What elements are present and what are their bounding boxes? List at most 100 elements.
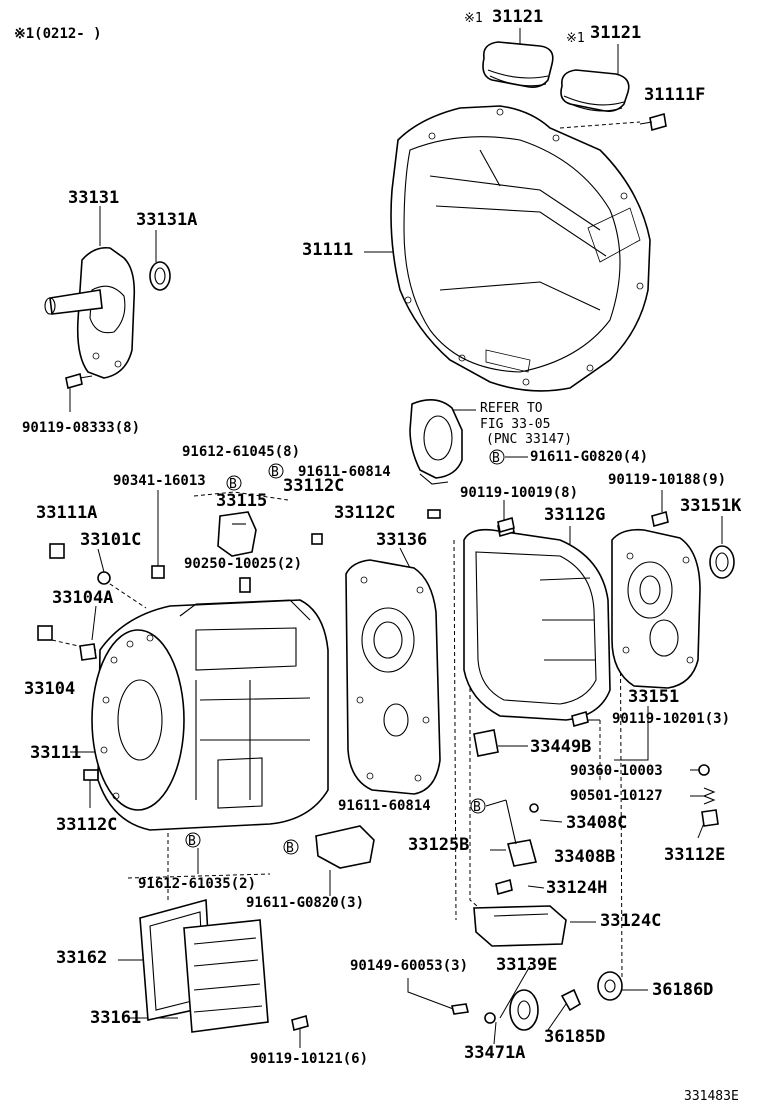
part-33408B-sensor[interactable]	[505, 799, 538, 867]
part-33449B-clip[interactable]	[473, 729, 499, 757]
part-33112C-pin-a[interactable]	[311, 533, 323, 545]
label-33131[interactable]: 33131	[68, 188, 119, 208]
label-33112C-a[interactable]: 33112C	[283, 476, 344, 496]
part-33471A-clip[interactable]	[484, 1012, 496, 1024]
label-33151[interactable]: 33151	[628, 687, 679, 707]
label-91611-G0820-4[interactable]: 91611-G0820(4)	[530, 449, 648, 465]
part-33112E-plug[interactable]	[701, 809, 719, 827]
label-90360-10003[interactable]: 90360-10003	[570, 763, 663, 779]
part-36185D-gear[interactable]	[560, 988, 582, 1012]
part-33112C-pin-b[interactable]	[427, 509, 441, 519]
mark-31121-b: ※1	[566, 31, 585, 46]
label-90119-10121[interactable]: 90119-10121(6)	[250, 1051, 368, 1067]
part-33151K-seal[interactable]	[709, 545, 735, 579]
label-31121-a[interactable]: 31121	[492, 7, 543, 27]
part-90119-10201-bolt[interactable]	[571, 710, 589, 728]
label-90250-10025[interactable]: 90250-10025(2)	[184, 556, 302, 572]
part-33124H-bolt[interactable]	[495, 878, 513, 896]
label-33408C[interactable]: 33408C	[566, 813, 627, 833]
label-31111F[interactable]: 31111F	[644, 85, 705, 105]
svg-text:B: B	[492, 451, 500, 466]
part-33471A-gear[interactable]	[509, 989, 539, 1031]
b-marker-4: B	[470, 798, 486, 815]
label-31121-b[interactable]: 31121	[590, 23, 641, 43]
label-90501-10127[interactable]: 90501-10127	[570, 788, 663, 804]
part-31111-clutch-housing[interactable]	[390, 105, 651, 392]
part-33131A-seal[interactable]	[149, 261, 171, 291]
label-33104A[interactable]: 33104A	[52, 588, 113, 608]
part-33112C-pin-c[interactable]	[83, 769, 99, 781]
b-marker-6: B	[185, 832, 201, 849]
label-33161[interactable]: 33161	[90, 1008, 141, 1028]
label-33112C-c[interactable]: 33112C	[56, 815, 117, 835]
label-33111[interactable]: 33111	[30, 743, 81, 763]
part-31121-boot-a[interactable]	[482, 41, 554, 88]
part-33161-shift-cover[interactable]	[183, 919, 269, 1033]
part-31121-boot-b[interactable]	[560, 69, 630, 112]
label-31111-housing[interactable]: 31111	[302, 240, 353, 260]
label-33151K[interactable]: 33151K	[680, 496, 742, 516]
label-33101C[interactable]: 33101C	[80, 530, 141, 550]
label-33111A[interactable]: 33111A	[36, 503, 97, 523]
label-90149-60053[interactable]: 90149-60053(3)	[350, 958, 468, 974]
label-33124C[interactable]: 33124C	[600, 911, 661, 931]
label-90119-10019[interactable]: 90119-10019(8)	[460, 485, 578, 501]
svg-text:B: B	[286, 841, 294, 856]
label-36185D[interactable]: 36185D	[544, 1027, 605, 1047]
applicability-note: ※1(0212- )	[14, 26, 102, 42]
part-33104-bolt[interactable]	[37, 625, 53, 641]
label-33449B[interactable]: 33449B	[530, 737, 591, 757]
label-90119-10188[interactable]: 90119-10188(9)	[608, 472, 726, 488]
label-33124H[interactable]: 33124H	[546, 878, 607, 898]
part-90119-08333-bolt[interactable]	[65, 372, 93, 390]
label-90119-08333[interactable]: 90119-08333(8)	[22, 420, 140, 436]
label-33162[interactable]: 33162	[56, 948, 107, 968]
part-90360-10003-ball[interactable]	[698, 764, 710, 776]
part-33151-rear-cover[interactable]	[611, 528, 701, 689]
part-33111A-plug[interactable]	[49, 543, 65, 559]
part-33112G-extension-housing[interactable]	[463, 520, 611, 721]
part-90341-16013-plug[interactable]	[151, 565, 165, 579]
label-33139E[interactable]: 33139E	[496, 955, 557, 975]
label-91612-61035[interactable]: 91612-61035(2)	[138, 876, 256, 892]
label-33471A[interactable]: 33471A	[464, 1043, 525, 1063]
label-36186D[interactable]: 36186D	[652, 980, 713, 1000]
part-33136-intermediate-plate[interactable]	[345, 559, 441, 795]
part-33408C-clip[interactable]	[529, 803, 539, 813]
label-91611-60814-b[interactable]: 91611-60814	[338, 798, 431, 814]
part-90501-10127-spring[interactable]	[702, 787, 716, 805]
part-90250-10025-pin[interactable]	[239, 577, 251, 593]
label-33112E[interactable]: 33112E	[664, 845, 725, 865]
part-90119-10188-bolt[interactable]	[651, 510, 669, 528]
part-31111F-bolt[interactable]	[639, 112, 667, 132]
label-90119-10201[interactable]: 90119-10201(3)	[612, 711, 730, 727]
part-33115-bracket[interactable]	[217, 511, 257, 557]
label-91612-61045[interactable]: 91612-61045(8)	[182, 444, 300, 460]
part-90119-10121-bolt[interactable]	[291, 1014, 309, 1032]
part-33104A-plug[interactable]	[79, 643, 97, 661]
label-33112G[interactable]: 33112G	[544, 505, 605, 525]
label-33104[interactable]: 33104	[24, 679, 75, 699]
b-marker-5: B	[283, 839, 299, 856]
label-33408B[interactable]: 33408B	[554, 847, 615, 867]
label-33136[interactable]: 33136	[376, 530, 427, 550]
label-91611-G0820-3[interactable]: 91611-G0820(3)	[246, 895, 364, 911]
part-90149-60053-screw[interactable]	[451, 1003, 469, 1015]
part-33131-retainer[interactable]	[44, 246, 136, 379]
part-33111-transmission-case[interactable]	[91, 599, 329, 831]
part-90119-10019-bolt[interactable]	[497, 516, 515, 534]
part-33124C-cover[interactable]	[473, 905, 567, 947]
svg-text:B: B	[271, 465, 279, 480]
label-33131A[interactable]: 33131A	[136, 210, 197, 230]
label-91611-60814-a[interactable]: 91611-60814	[298, 464, 391, 480]
label-33112C-b[interactable]: 33112C	[334, 503, 395, 523]
part-33125B-bracket[interactable]	[315, 825, 375, 869]
label-90341-16013[interactable]: 90341-16013	[113, 473, 206, 489]
label-33125B[interactable]: 33125B	[408, 835, 469, 855]
part-33101C-plug[interactable]	[97, 571, 111, 585]
part-ref-33147[interactable]	[409, 399, 463, 485]
label-33115[interactable]: 33115	[216, 491, 267, 511]
part-36186D-sleeve[interactable]	[597, 971, 623, 1001]
